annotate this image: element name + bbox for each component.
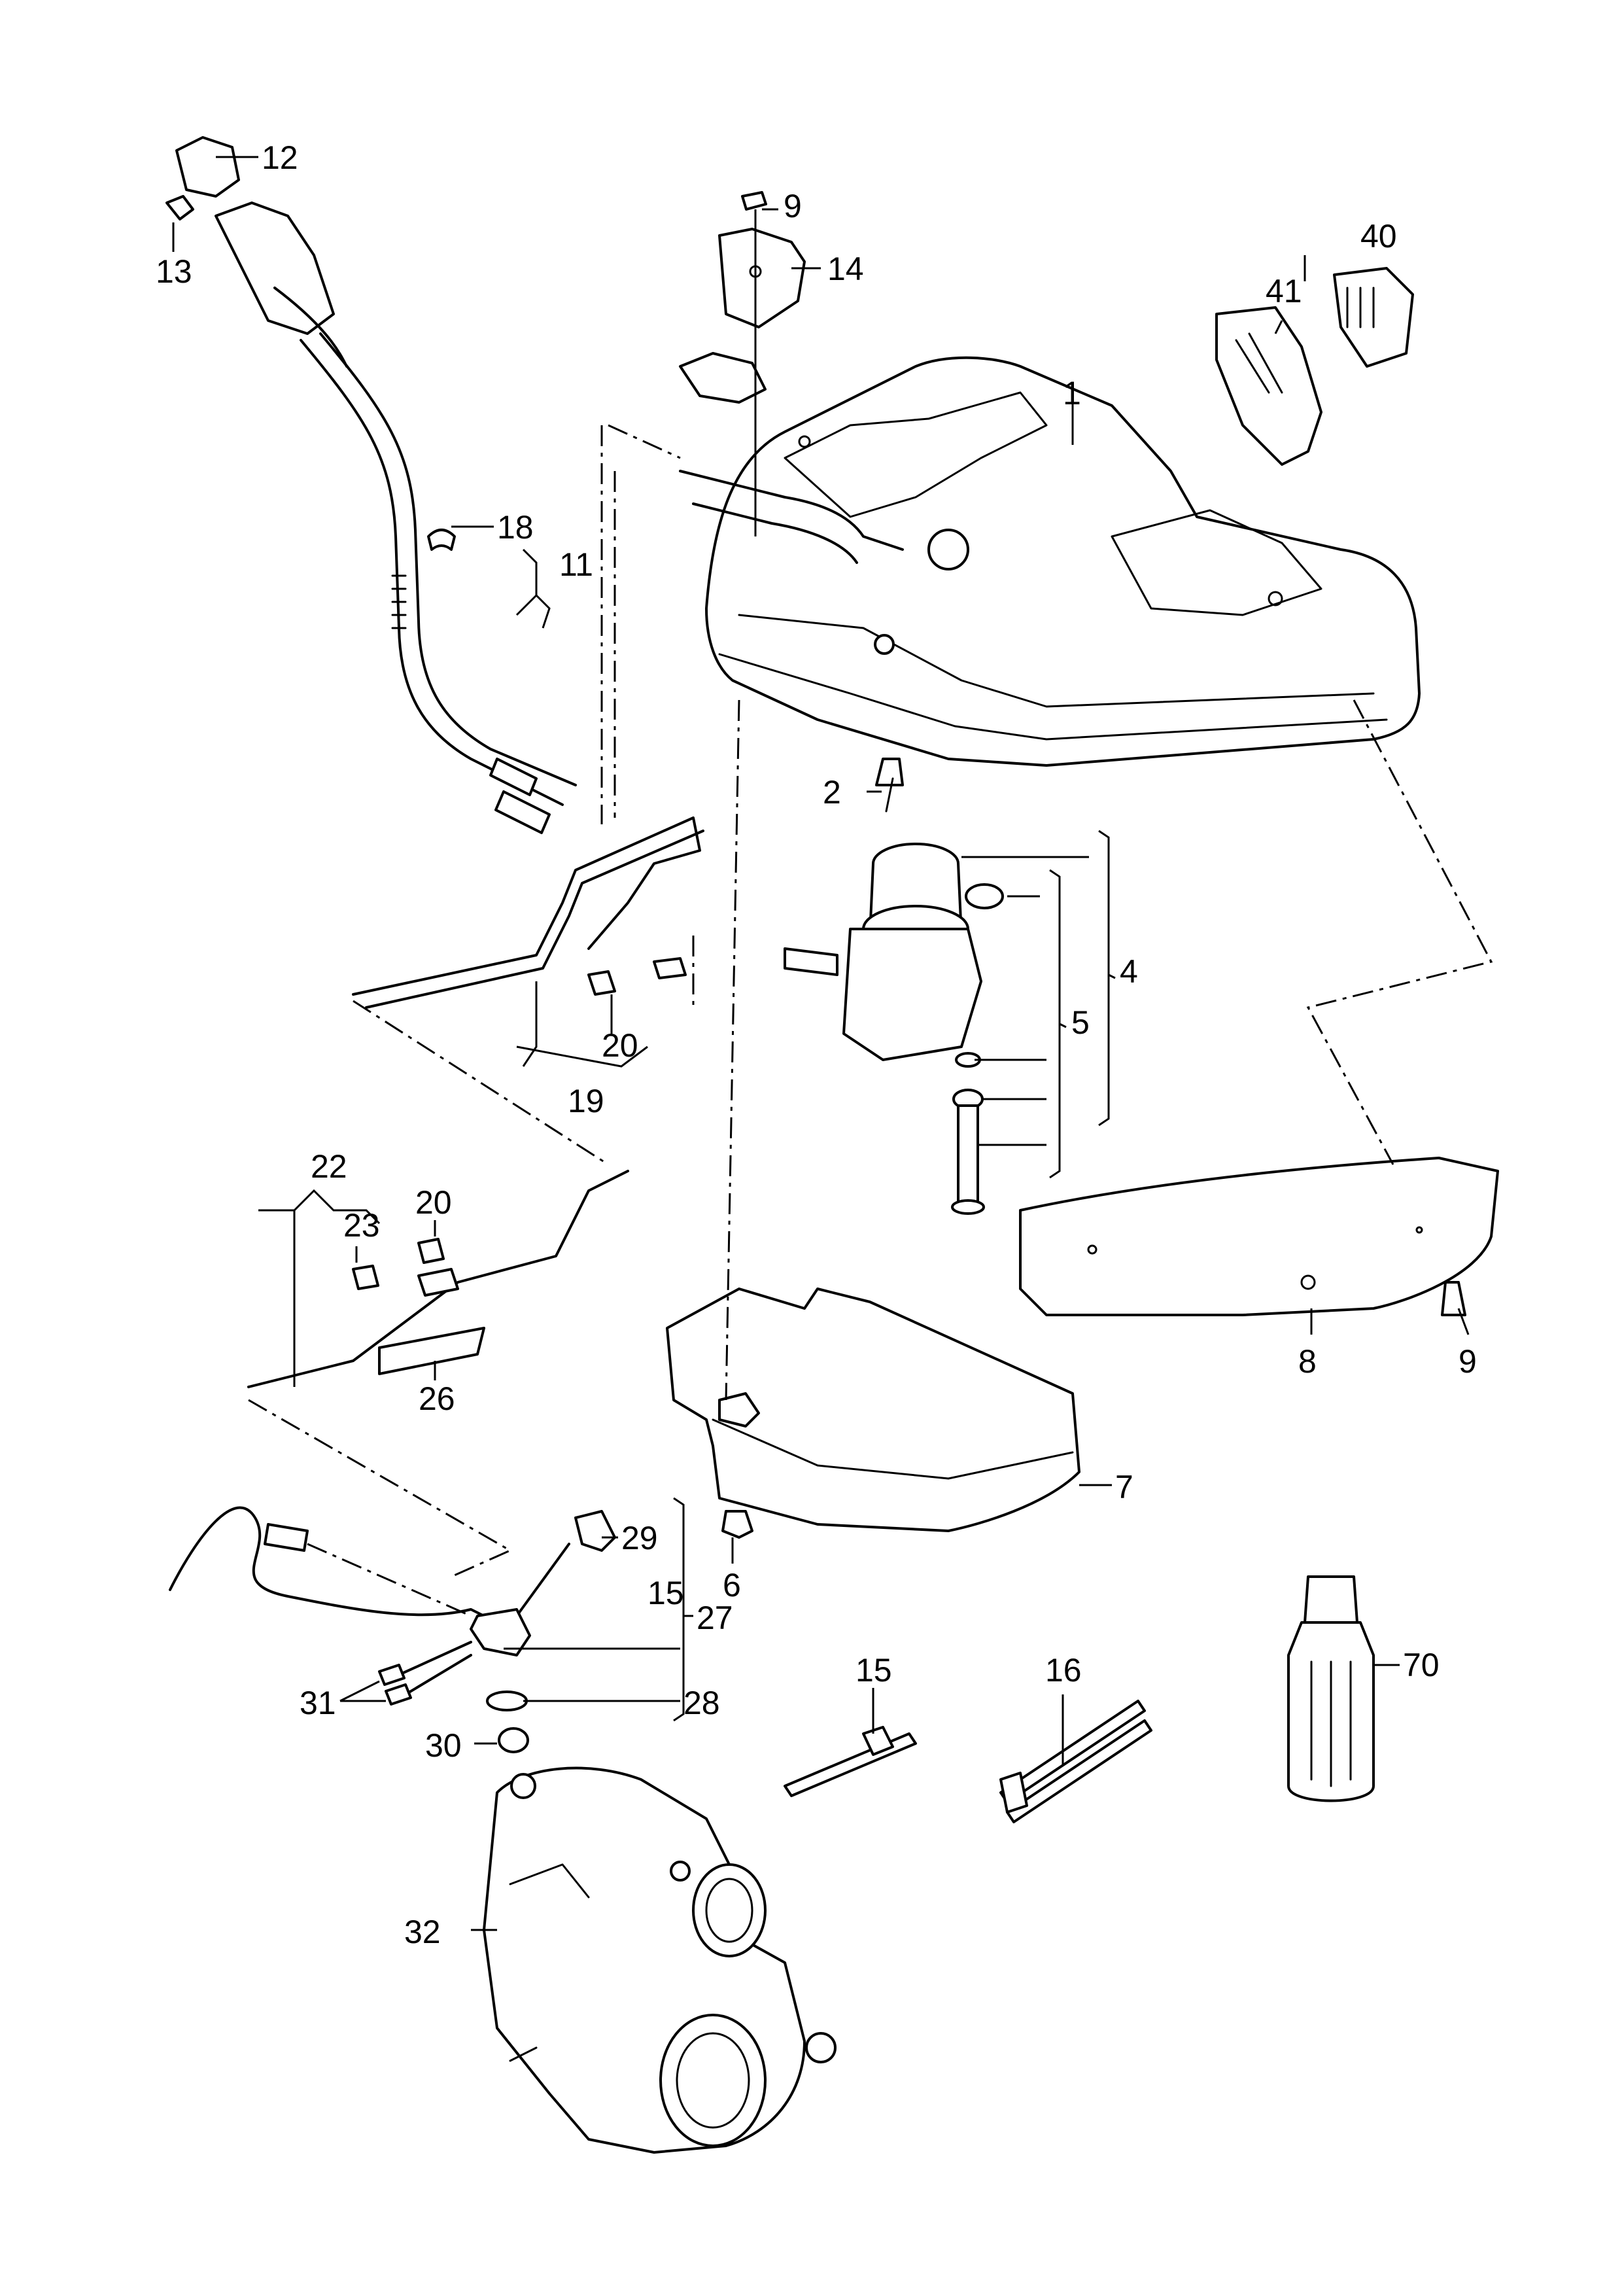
label-14: 14 — [827, 251, 864, 287]
cable-tie-part-15 — [784, 1726, 917, 1797]
label-9-top: 9 — [784, 188, 802, 224]
label-26: 26 — [419, 1380, 455, 1417]
label-11: 11 — [559, 546, 593, 583]
label-5: 5 — [1071, 1004, 1090, 1041]
seal-part-28 — [486, 1691, 528, 1711]
hose-connector-upper — [489, 758, 538, 796]
filler-head — [215, 201, 335, 335]
label-4: 4 — [1120, 953, 1138, 990]
label-27: 27 — [697, 1600, 733, 1636]
part-40 — [1333, 267, 1414, 368]
connection-lines — [248, 424, 1493, 1617]
label-20a: 20 — [602, 1027, 638, 1064]
label-30: 30 — [425, 1727, 462, 1764]
bolt-part-13 — [165, 195, 194, 220]
grommet-part — [965, 883, 1004, 909]
converter-part-32 — [483, 1766, 837, 2154]
label-15a: 15 — [648, 1575, 684, 1611]
clip-part-18 — [427, 529, 456, 551]
label-20b: 20 — [415, 1184, 452, 1221]
label-23: 23 — [343, 1207, 380, 1244]
filler-neck-assembly — [165, 136, 577, 834]
clamp-part-30 — [498, 1727, 529, 1753]
nut-part-6 — [721, 1510, 753, 1539]
label-1: 1 — [1063, 375, 1081, 412]
filler-cap-part-12 — [175, 136, 240, 198]
part-41 — [1215, 306, 1322, 466]
hose-connector-lower — [494, 790, 551, 834]
label-31: 31 — [300, 1685, 336, 1721]
label-18: 18 — [497, 509, 534, 546]
part-number-labels: 12 13 9 14 40 41 1 18 11 2 4 5 20 19 22 … — [156, 139, 1477, 1950]
connector-part-20b — [417, 1238, 445, 1264]
bottle-part-70 — [1287, 1575, 1375, 1802]
label-28: 28 — [683, 1685, 720, 1721]
leader-lines — [172, 156, 1470, 1931]
connector-part-20 — [587, 970, 616, 996]
label-70: 70 — [1403, 1647, 1440, 1683]
bracket-part-14 — [718, 191, 806, 536]
tray-part-7 — [666, 1288, 1080, 1539]
label-32: 32 — [404, 1914, 441, 1950]
wiring-harness-part-19 — [352, 816, 704, 1009]
heat-shield-part-8 — [1019, 1157, 1499, 1316]
screw-part-9-right — [1441, 1281, 1466, 1316]
cable-tie-part-16 — [999, 1700, 1152, 1823]
long-bolt — [957, 1104, 979, 1205]
screw-part-9-top — [741, 191, 767, 211]
strip-part-26 — [378, 1327, 485, 1375]
label-29: 29 — [621, 1520, 658, 1556]
pump-assembly-part-4 — [784, 758, 1004, 1215]
label-19: 19 — [568, 1083, 604, 1119]
sensor-part-27 — [169, 1506, 616, 1753]
label-12: 12 — [262, 139, 298, 176]
label-6: 6 — [723, 1567, 741, 1603]
tank-part-1 — [679, 352, 1421, 767]
pump-connector — [784, 947, 838, 976]
label-9-right: 9 — [1459, 1343, 1477, 1380]
label-15b: 15 — [855, 1652, 892, 1689]
tank-mount-bracket — [679, 352, 767, 404]
bolt-part-2 — [875, 758, 904, 786]
connector-part-23 — [352, 1265, 379, 1290]
label-40: 40 — [1360, 218, 1397, 254]
label-41: 41 — [1266, 273, 1302, 309]
label-13: 13 — [156, 253, 192, 290]
harness-part-22 — [247, 1170, 629, 1388]
label-8: 8 — [1298, 1343, 1317, 1380]
label-7: 7 — [1115, 1469, 1133, 1505]
label-16: 16 — [1045, 1652, 1082, 1689]
label-2: 2 — [823, 774, 841, 811]
connector-part-29 — [574, 1510, 616, 1552]
label-22: 22 — [311, 1148, 347, 1185]
